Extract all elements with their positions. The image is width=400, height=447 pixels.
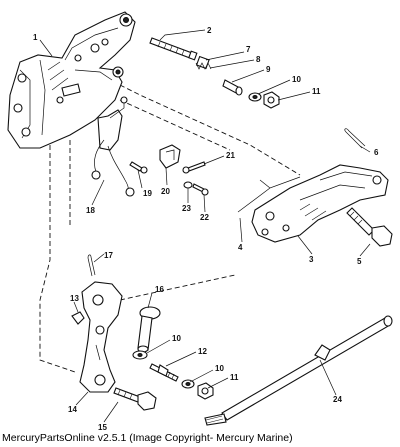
callout-22: 22 xyxy=(200,213,209,222)
part-3-tilt-lock-lever xyxy=(251,164,389,243)
assembly-guide-lines xyxy=(39,84,301,373)
callout-9: 9 xyxy=(266,65,271,74)
callout-10-mid: 10 xyxy=(172,334,181,343)
part-18-switch-harness xyxy=(91,96,135,197)
callout-10-lower: 10 xyxy=(215,364,224,373)
part-5-bolt xyxy=(346,207,393,247)
part-11-locknut-lower xyxy=(197,382,214,400)
part-22-screw xyxy=(192,183,209,196)
part-21-screw xyxy=(182,161,206,174)
callout-24: 24 xyxy=(333,395,342,404)
callout-15: 15 xyxy=(98,423,107,432)
part-6-cotter-pin xyxy=(344,128,366,149)
callout-17: 17 xyxy=(104,251,113,260)
part-1-clamp-bracket xyxy=(7,11,136,149)
callout-11-lower: 11 xyxy=(230,373,239,382)
callout-5: 5 xyxy=(357,257,362,266)
callout-19: 19 xyxy=(143,189,152,198)
callout-8: 8 xyxy=(256,55,261,64)
callout-6: 6 xyxy=(374,148,379,157)
callout-23: 23 xyxy=(182,204,191,213)
callout-21: 21 xyxy=(226,151,235,160)
part-10-washer-mid xyxy=(132,350,148,360)
part-13-clip xyxy=(71,311,85,325)
part-14-link-arm xyxy=(79,281,123,393)
callout-16: 16 xyxy=(155,285,164,294)
callout-1: 1 xyxy=(33,33,38,42)
part-23-washer xyxy=(183,181,193,189)
callout-7: 7 xyxy=(246,45,251,54)
callout-14: 14 xyxy=(68,405,77,414)
part-16-pin xyxy=(137,306,161,353)
part-12-stud xyxy=(149,363,179,382)
callout-12: 12 xyxy=(198,347,207,356)
part-20-clip xyxy=(159,144,181,169)
part-10-washer-top xyxy=(248,92,262,102)
callout-11-top: 11 xyxy=(312,87,321,96)
callout-3: 3 xyxy=(309,255,314,264)
callout-labels: 1 2 7 8 9 10 11 6 21 19 20 23 22 18 4 3 … xyxy=(33,26,379,432)
callout-13: 13 xyxy=(70,294,79,303)
part-11-locknut-top xyxy=(263,91,280,109)
part-4-spring xyxy=(237,176,301,213)
callout-4: 4 xyxy=(238,243,243,252)
callout-10-top: 10 xyxy=(292,75,301,84)
part-7-nut xyxy=(195,55,210,70)
part-24-tilt-rod xyxy=(204,315,393,426)
copyright-caption: MercuryPartsOnline v2.5.1 (Image Copyrig… xyxy=(2,432,293,444)
callout-18: 18 xyxy=(86,206,95,215)
part-8-spring xyxy=(195,62,212,70)
part-10-washer-lower xyxy=(181,379,195,389)
part-15-bolt xyxy=(113,387,157,411)
leader-lines xyxy=(39,29,371,423)
callout-20: 20 xyxy=(161,187,170,196)
part-2-bolt xyxy=(149,37,198,61)
part-9-bushing xyxy=(222,79,243,96)
callout-2: 2 xyxy=(207,26,212,35)
part-19-screw xyxy=(129,161,148,174)
part-17-cotter-pin xyxy=(87,254,96,277)
